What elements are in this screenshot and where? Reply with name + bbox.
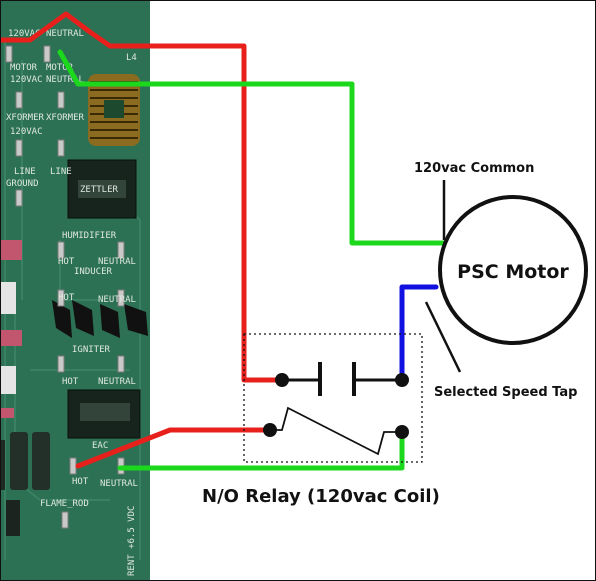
wires xyxy=(0,11,447,471)
term-label-eac: EAC xyxy=(92,441,108,451)
motor-label: PSC Motor xyxy=(457,261,569,283)
term-label-120vac-1: 120VAC xyxy=(8,29,41,39)
term-label-neutral-5: NEUTRAL xyxy=(98,377,136,387)
heatsinks xyxy=(52,300,148,338)
neutral-motor-wire xyxy=(57,49,447,246)
resistor-2 xyxy=(0,330,22,346)
term-label-line-2: LINE xyxy=(50,167,72,177)
relay-outline xyxy=(243,333,423,463)
white-connector-1 xyxy=(0,282,16,314)
term-label-neutral-4: NEUTRAL xyxy=(98,295,136,305)
inductor-label: L4 xyxy=(126,53,137,63)
term-label-120vac-3: 120VAC xyxy=(10,127,43,137)
relay-label-1 xyxy=(78,180,126,198)
capacitor-2 xyxy=(32,432,50,490)
speed-tap-label: Selected Speed Tap xyxy=(434,385,577,400)
resistor-3 xyxy=(0,408,14,418)
relay-terminal-2 xyxy=(395,373,409,387)
term-label-igniter: IGNITER xyxy=(72,345,111,355)
term-label-humidifier: HUMIDIFIER xyxy=(62,231,117,241)
term-label-ground: GROUND xyxy=(6,179,39,189)
psc-motor: PSC Motor xyxy=(438,195,588,345)
term-label-flame-rod: FLAME_ROD xyxy=(40,499,89,509)
coil-neutral-wire xyxy=(117,429,405,471)
term-label-xformer-2: XFORMER xyxy=(46,113,85,123)
term-label-neutral-6: NEUTRAL xyxy=(100,479,138,489)
term-label-hot-4: HOT xyxy=(72,477,89,487)
term-label-neutral-3: NEUTRAL xyxy=(98,257,136,267)
term-label-neutral-1: NEUTRAL xyxy=(46,29,84,39)
common-label: 120vac Common xyxy=(414,161,534,176)
term-label-motor-1: MOTOR xyxy=(10,63,38,73)
term-label-neutral-2: NEUTRAL xyxy=(46,75,84,85)
white-connector-2 xyxy=(0,366,16,394)
term-label-120vac-2: 120VAC xyxy=(10,75,43,85)
term-label-hot-3: HOT xyxy=(62,377,79,387)
speed-tap-wire xyxy=(399,284,439,381)
coil-hot-wire xyxy=(75,427,273,469)
relay-label-2 xyxy=(80,403,130,421)
capacitor-3 xyxy=(6,500,20,536)
relay-coil xyxy=(270,406,402,456)
relay-brand-1: ZETTLER xyxy=(80,185,119,195)
motor-circle xyxy=(438,195,588,345)
hot-wire xyxy=(0,11,285,383)
relay xyxy=(243,333,423,463)
capacitor-1 xyxy=(10,432,28,490)
term-label-hot-2: HOT xyxy=(58,293,75,303)
term-label-xformer-1: XFORMER xyxy=(6,113,45,123)
relay-terminal-4 xyxy=(395,425,409,439)
control-board: ZETTLER L4 xyxy=(0,0,150,581)
resistor-1 xyxy=(0,240,22,260)
relay-label: N/O Relay (120vac Coil) xyxy=(202,486,440,507)
board-edge-text: RENT +6.5 VDC xyxy=(127,506,137,576)
edge-chip xyxy=(0,440,5,490)
term-label-motor-2: MOTOR xyxy=(46,63,74,73)
relay-terminal-3 xyxy=(263,423,277,437)
term-label-inducer: INDUCER xyxy=(74,267,113,277)
inductor xyxy=(88,74,140,146)
term-label-hot-1: HOT xyxy=(58,257,75,267)
term-label-line-1: LINE xyxy=(14,167,36,177)
relay-terminal-1 xyxy=(275,373,289,387)
speed-tap-pointer xyxy=(424,301,462,373)
